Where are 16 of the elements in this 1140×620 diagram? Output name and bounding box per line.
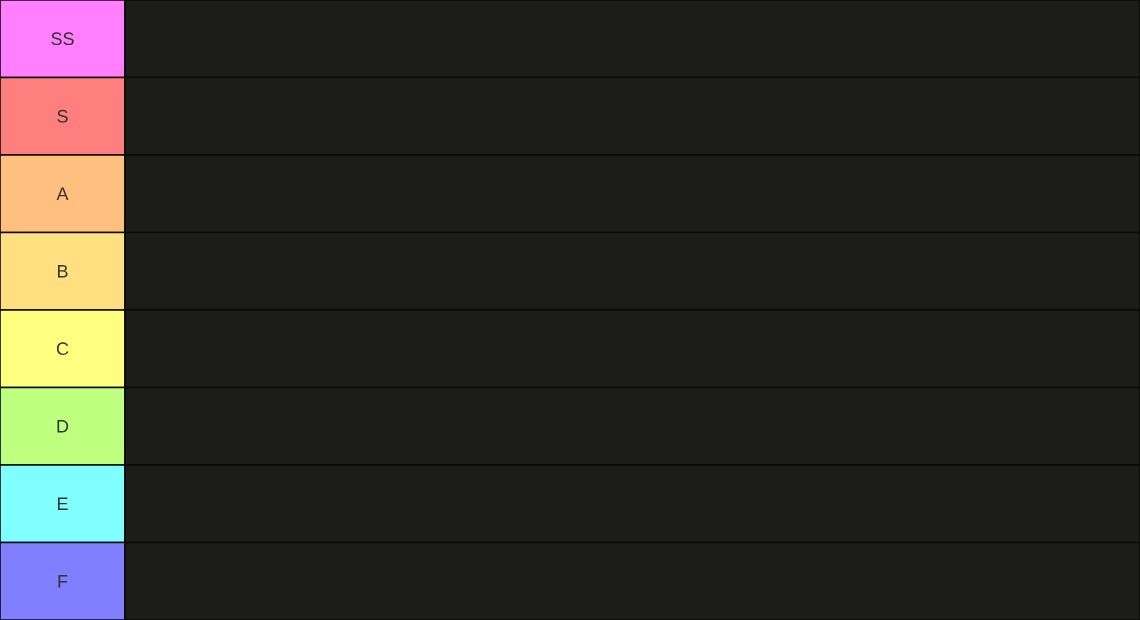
tier-row — [124, 231, 1140, 311]
tier-row — [124, 386, 1140, 466]
tier-label: SS — [0, 0, 126, 79]
tier-label: D — [0, 386, 126, 466]
tier-label: A — [0, 154, 126, 234]
tier-label: S — [0, 76, 126, 156]
tier-row — [124, 154, 1140, 234]
tier-label: B — [0, 231, 126, 311]
tier-row — [124, 464, 1140, 544]
tier-row — [124, 541, 1140, 620]
tier-row — [124, 309, 1140, 389]
tier-label: E — [0, 464, 126, 544]
tier-label: C — [0, 309, 126, 389]
tier-row — [124, 0, 1140, 79]
tier-row — [124, 76, 1140, 156]
tier-label: F — [0, 541, 126, 620]
